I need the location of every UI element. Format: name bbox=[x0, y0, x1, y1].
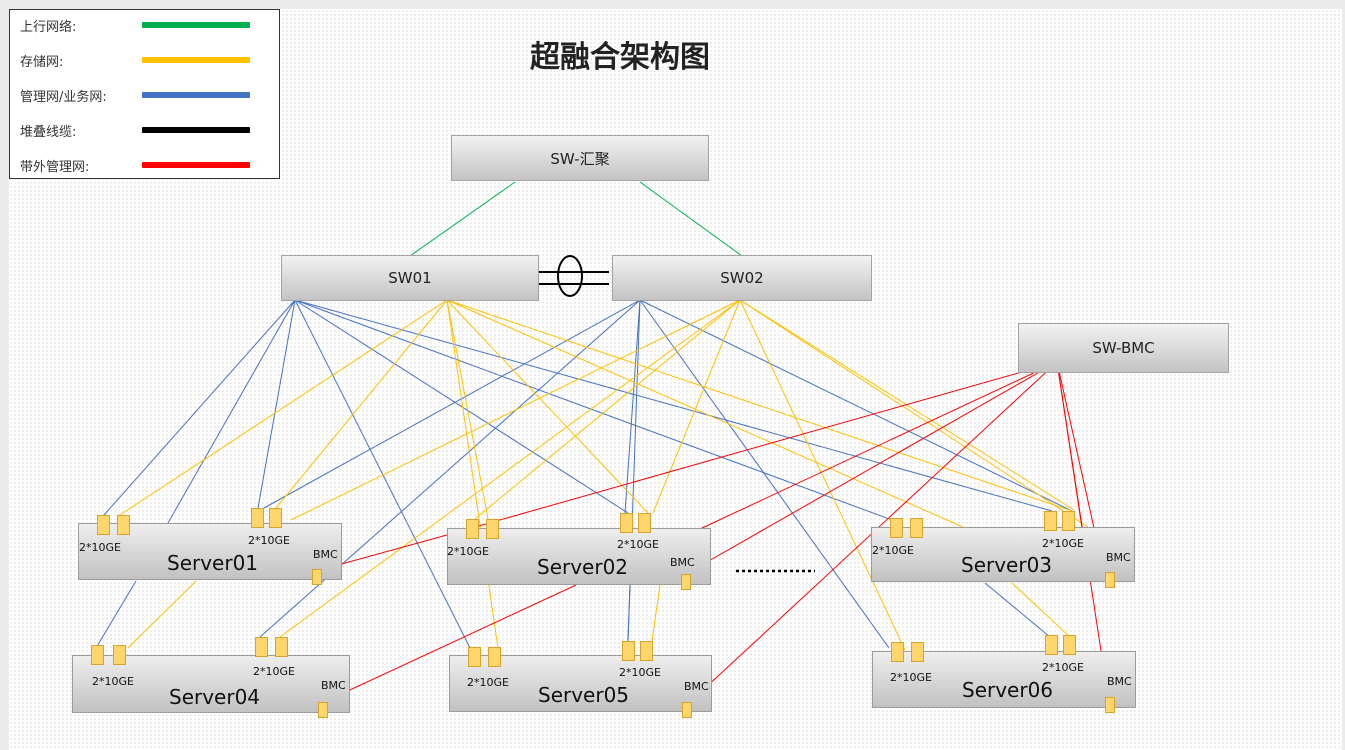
server-name: Server02 bbox=[537, 555, 629, 579]
nic-port bbox=[1062, 511, 1075, 531]
server-name: Server01 bbox=[167, 551, 259, 575]
nic-port bbox=[488, 647, 501, 667]
port-label: 2*10GE bbox=[1042, 661, 1084, 674]
nic-port bbox=[620, 513, 633, 533]
bmc-port bbox=[681, 574, 691, 590]
legend-swatch-mgmt bbox=[142, 92, 250, 98]
legend-swatch-uplink bbox=[142, 22, 250, 28]
port-label: 2*10GE bbox=[872, 544, 914, 557]
switch-sw01[interactable]: SW01 bbox=[281, 255, 539, 301]
bmc-label: BMC bbox=[684, 680, 709, 693]
legend-label: 堆叠线缆: bbox=[20, 125, 77, 140]
port-label: 2*10GE bbox=[467, 676, 509, 689]
diagram-title: 超融合架构图 bbox=[530, 40, 710, 75]
bmc-label: BMC bbox=[1107, 675, 1132, 688]
port-label: 2*10GE bbox=[447, 545, 489, 558]
port-label: 2*10GE bbox=[617, 538, 659, 551]
bmc-port bbox=[1105, 572, 1115, 588]
port-label: 2*10GE bbox=[619, 666, 661, 679]
nic-port bbox=[891, 642, 904, 662]
port-label: 2*10GE bbox=[92, 675, 134, 688]
nic-port bbox=[466, 519, 479, 539]
bmc-label: BMC bbox=[321, 679, 346, 692]
port-label: 2*10GE bbox=[890, 671, 932, 684]
legend-swatch-oob bbox=[142, 162, 250, 168]
legend-label: 上行网络: bbox=[20, 20, 77, 35]
legend-label: 带外管理网: bbox=[20, 160, 90, 175]
bmc-port bbox=[682, 702, 692, 718]
nic-port bbox=[911, 642, 924, 662]
server-name: Server03 bbox=[961, 553, 1053, 577]
nic-port bbox=[113, 645, 126, 665]
nic-port bbox=[468, 647, 481, 667]
server-name: Server06 bbox=[962, 678, 1054, 702]
bmc-label: BMC bbox=[313, 548, 338, 561]
nic-port bbox=[622, 641, 635, 661]
nic-port bbox=[1044, 511, 1057, 531]
nic-port bbox=[638, 513, 651, 533]
nic-port bbox=[1063, 635, 1076, 655]
nic-port bbox=[275, 637, 288, 657]
switch-aggregation[interactable]: SW-汇聚 bbox=[451, 135, 709, 181]
nic-port bbox=[97, 515, 110, 535]
switch-bmc[interactable]: SW-BMC bbox=[1018, 323, 1229, 373]
port-label: 2*10GE bbox=[79, 541, 121, 554]
bmc-port bbox=[1105, 697, 1115, 713]
legend-label: 存储网: bbox=[20, 55, 64, 70]
port-label: 2*10GE bbox=[248, 534, 290, 547]
nic-port bbox=[1045, 635, 1058, 655]
legend-label: 管理网/业务网: bbox=[20, 90, 107, 105]
bmc-port bbox=[318, 702, 328, 718]
switch-sw02[interactable]: SW02 bbox=[612, 255, 872, 301]
port-label: 2*10GE bbox=[253, 665, 295, 678]
nic-port bbox=[486, 519, 499, 539]
legend-swatch-storage bbox=[142, 57, 250, 63]
nic-port bbox=[91, 645, 104, 665]
nic-port bbox=[251, 508, 264, 528]
legend: 上行网络: 存储网: 管理网/业务网: 堆叠线缆: 带外管理网: bbox=[9, 9, 280, 179]
bmc-label: BMC bbox=[1106, 551, 1131, 564]
bmc-label: BMC bbox=[670, 556, 695, 569]
nic-port bbox=[255, 637, 268, 657]
nic-port bbox=[910, 518, 923, 538]
nic-port bbox=[890, 518, 903, 538]
nic-port bbox=[269, 508, 282, 528]
server-name: Server04 bbox=[169, 685, 261, 709]
port-label: 2*10GE bbox=[1042, 537, 1084, 550]
bmc-port bbox=[312, 569, 322, 585]
server-name: Server05 bbox=[538, 683, 630, 707]
nic-port bbox=[117, 515, 130, 535]
legend-swatch-stack bbox=[142, 127, 250, 133]
nic-port bbox=[640, 641, 653, 661]
